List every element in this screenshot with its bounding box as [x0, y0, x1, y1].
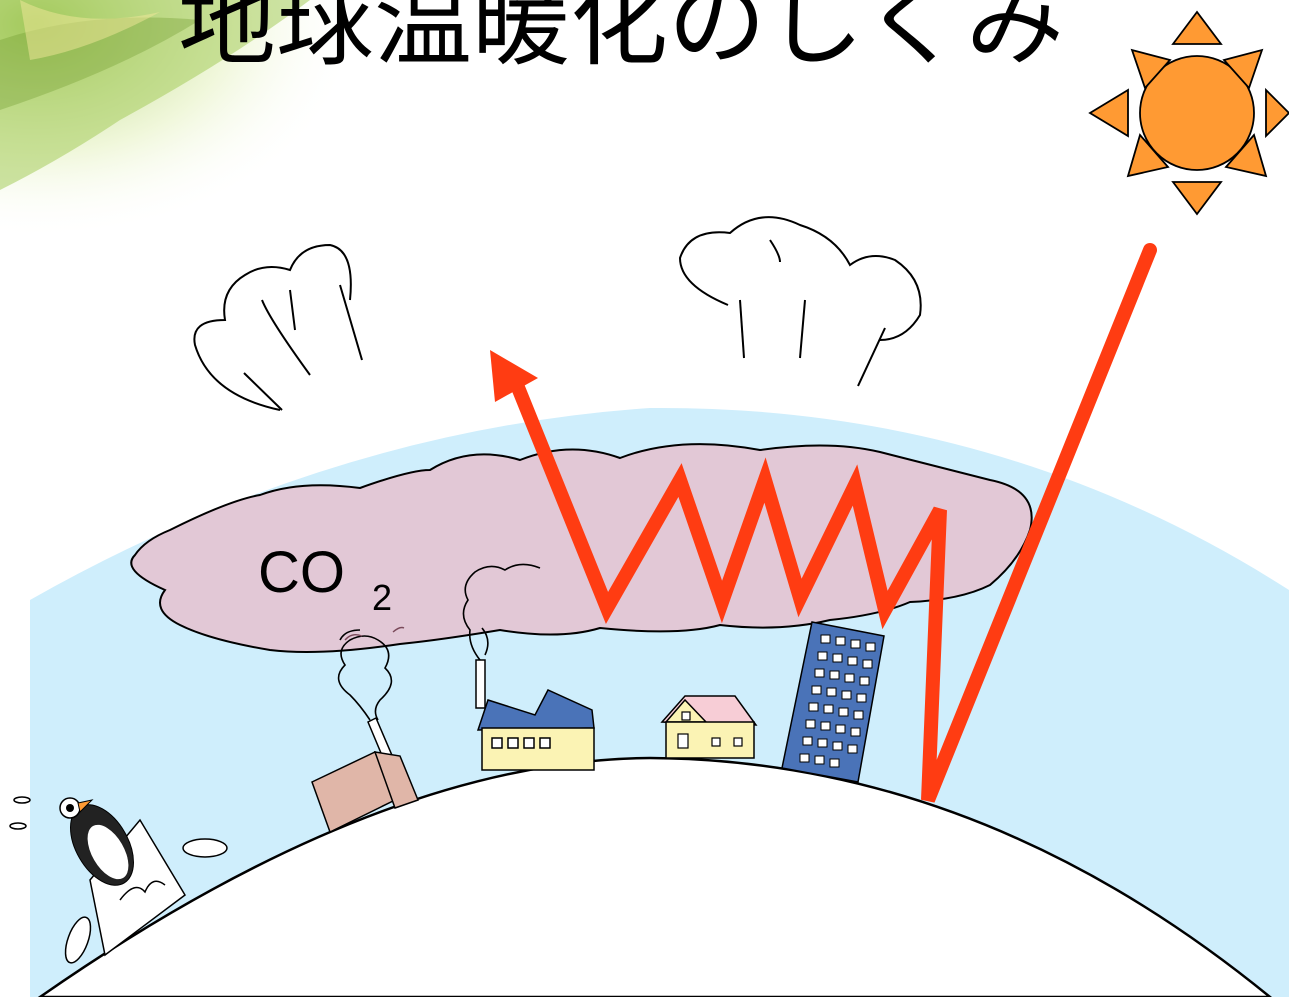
- cloud-icon: [678, 216, 922, 387]
- sun-icon: [1088, 10, 1289, 216]
- penguin-icon: [9, 796, 228, 964]
- co2-subscript: 2: [372, 577, 392, 618]
- heat-ray-path: [508, 243, 1157, 803]
- slide-title: 地球温暖化のしくみ: [178, 0, 1064, 80]
- house-icon: [660, 695, 758, 759]
- smoke-icon: [337, 629, 393, 721]
- smoke-icon: [344, 626, 405, 641]
- cloud-icon: [193, 243, 363, 411]
- co2-label: CO: [258, 540, 345, 605]
- earth: [37, 756, 1272, 997]
- smoke-icon: [462, 563, 541, 661]
- building-icon: [781, 621, 885, 783]
- background-texture: [0, 0, 360, 240]
- heat-ray-arrowhead: [490, 350, 538, 402]
- chimney-icon: [311, 716, 419, 834]
- factory-icon: [475, 659, 595, 771]
